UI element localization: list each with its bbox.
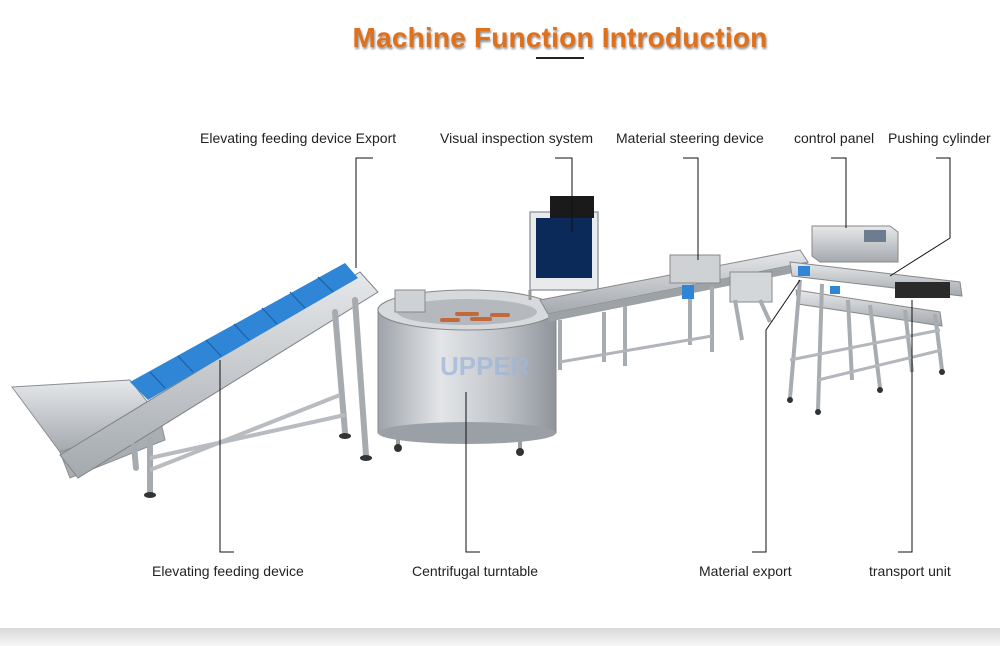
leader-transport-unit <box>898 300 913 553</box>
material-steering-device <box>669 254 773 341</box>
watermark: UPPER <box>440 351 530 381</box>
leader-lines <box>219 157 951 553</box>
leader-visual-inspection <box>555 157 573 232</box>
visual-inspection-system <box>528 196 600 300</box>
title-underline <box>536 57 584 59</box>
label-material-export: Material export <box>699 563 792 579</box>
label-transport-unit: transport unit <box>869 563 951 579</box>
label-pushing-cylinder: Pushing cylinder <box>888 130 991 146</box>
label-control-panel: control panel <box>794 130 875 146</box>
leader-control-panel <box>831 157 847 228</box>
label-elevating-device: Elevating feeding device <box>152 563 304 579</box>
label-turntable: Centrifugal turntable <box>412 563 539 579</box>
label-visual-inspection: Visual inspection system <box>440 130 594 146</box>
elevating-feeding-device <box>11 263 379 498</box>
leader-elevating-export <box>355 157 373 268</box>
label-elevating-export: Elevating feeding device Export <box>200 130 397 146</box>
centrifugal-turntable: UPPER <box>377 289 557 456</box>
leader-turntable <box>465 392 480 553</box>
page-title: Machine Function Introduction <box>352 22 768 53</box>
footer-shadow <box>0 628 1000 646</box>
leader-steering-device <box>683 157 699 260</box>
leader-material-export <box>752 279 801 553</box>
transport-unit <box>787 261 963 415</box>
leader-elevating-device <box>219 360 234 553</box>
label-steering-device: Material steering device <box>616 130 764 146</box>
leader-pushing-cylinder <box>889 157 951 277</box>
control-panel <box>811 225 899 263</box>
